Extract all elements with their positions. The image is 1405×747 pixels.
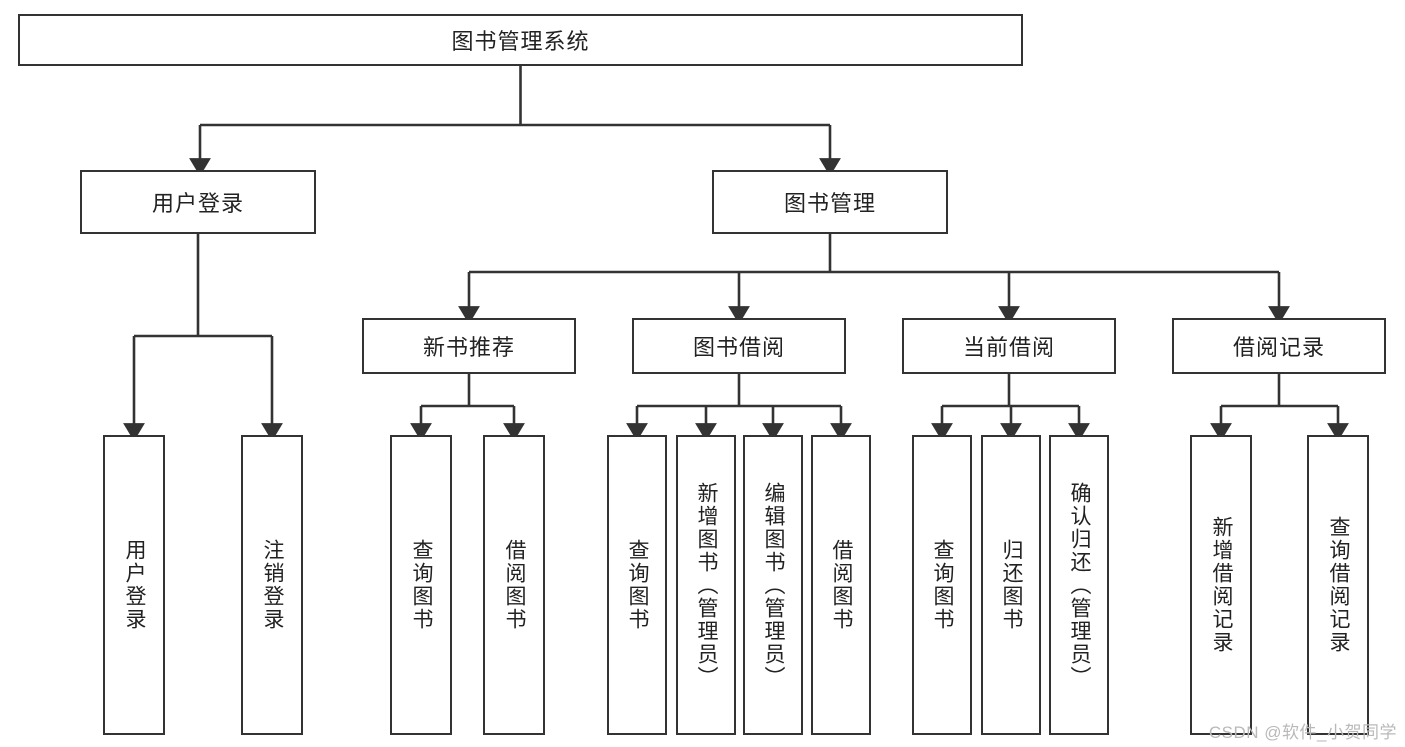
leaf-label: 用户登录 — [123, 539, 147, 631]
leaf-query-borrow-record[interactable]: 查询借阅记录 — [1307, 435, 1369, 735]
leaf-return-book[interactable]: 归还图书 — [981, 435, 1041, 735]
leaf-label: 查询借阅记录 — [1327, 516, 1351, 654]
leaf-query-book-rec[interactable]: 查询图书 — [390, 435, 452, 735]
leaf-logout[interactable]: 注销登录 — [241, 435, 303, 735]
leaf-borrow-book-rec[interactable]: 借阅图书 — [483, 435, 545, 735]
node-current-borrow-label: 当前借阅 — [962, 335, 1055, 360]
node-borrow-record-label: 借阅记录 — [1232, 335, 1325, 360]
node-book-management-label: 图书管理 — [783, 191, 876, 216]
node-new-book-recommend[interactable]: 新书推荐 — [362, 318, 576, 374]
leaf-label: 注销登录 — [261, 539, 285, 631]
node-book-borrow-label: 图书借阅 — [692, 335, 785, 360]
leaf-label: 确认归还（管理员） — [1068, 481, 1092, 689]
node-root-label: 图书管理系统 — [451, 29, 590, 54]
node-borrow-record[interactable]: 借阅记录 — [1172, 318, 1386, 374]
node-new-book-recommend-label: 新书推荐 — [422, 335, 515, 360]
leaf-label: 新增图书（管理员） — [695, 481, 719, 689]
leaf-user-login[interactable]: 用户登录 — [103, 435, 165, 735]
leaf-label: 编辑图书（管理员） — [762, 481, 786, 689]
leaf-add-borrow-record[interactable]: 新增借阅记录 — [1190, 435, 1252, 735]
leaf-label: 借阅图书 — [503, 539, 527, 631]
leaf-query-book-current[interactable]: 查询图书 — [912, 435, 972, 735]
node-root[interactable]: 图书管理系统 — [18, 14, 1023, 66]
leaf-add-book-admin[interactable]: 新增图书（管理员） — [676, 435, 736, 735]
node-user-login-label: 用户登录 — [151, 191, 244, 216]
csdn-watermark: CSDN @软件_小贺同学 — [1208, 723, 1397, 742]
node-current-borrow[interactable]: 当前借阅 — [902, 318, 1116, 374]
leaf-query-book-borrow[interactable]: 查询图书 — [607, 435, 667, 735]
node-book-management[interactable]: 图书管理 — [712, 170, 948, 234]
leaf-borrow-book[interactable]: 借阅图书 — [811, 435, 871, 735]
leaf-edit-book-admin[interactable]: 编辑图书（管理员） — [743, 435, 803, 735]
leaf-label: 归还图书 — [1000, 539, 1024, 631]
node-user-login[interactable]: 用户登录 — [80, 170, 316, 234]
leaf-label: 新增借阅记录 — [1210, 516, 1234, 654]
node-book-borrow[interactable]: 图书借阅 — [632, 318, 846, 374]
leaf-label: 查询图书 — [410, 539, 434, 631]
leaf-label: 查询图书 — [931, 539, 955, 631]
leaf-confirm-return-admin[interactable]: 确认归还（管理员） — [1049, 435, 1109, 735]
leaf-label: 查询图书 — [626, 539, 650, 631]
leaf-label: 借阅图书 — [830, 539, 854, 631]
